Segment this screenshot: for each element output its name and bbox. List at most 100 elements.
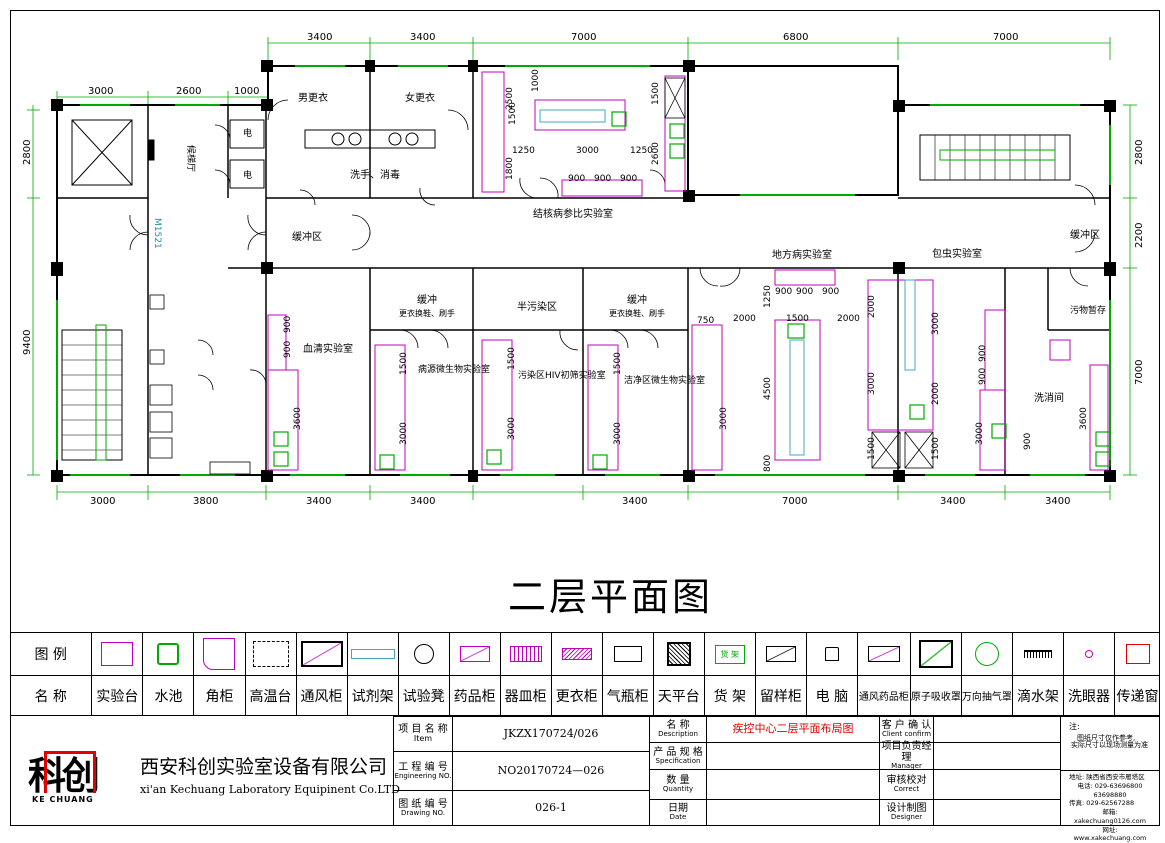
company-name-cn: 西安科创实验室设备有限公司 xyxy=(140,756,388,778)
qty-label-cell: 数 量 Quantity xyxy=(649,769,707,800)
engineering-no-value: NO20170724—026 xyxy=(452,751,650,791)
dim-inner: 3600 xyxy=(293,407,303,430)
spec-value xyxy=(706,742,880,770)
room-buffer-2: 缓冲 xyxy=(417,293,437,306)
dim-inner: 3000 xyxy=(975,422,985,445)
qty-label: 数 量 xyxy=(666,775,690,787)
dim-inner: 800 xyxy=(763,455,773,472)
dim-inner: 1500 xyxy=(931,437,941,460)
dim-top-3: 7000 xyxy=(571,32,596,43)
drawing-title: 二层平面图 xyxy=(508,575,713,619)
room-buffer-right: 缓冲区 xyxy=(1070,228,1100,241)
pass-window-symbol xyxy=(1115,633,1160,675)
drawing-no-value: 026-1 xyxy=(452,790,650,826)
designer-label-en: Designer xyxy=(890,813,923,822)
qty-value xyxy=(706,769,880,800)
room-buffer-3: 缓冲 xyxy=(627,293,647,306)
dim-inner: 900 xyxy=(594,174,611,184)
dim-inner: 1500 xyxy=(613,352,623,375)
dim-inner: 3000 xyxy=(719,407,729,430)
bench-symbol xyxy=(92,633,144,675)
room-endemic-lab: 地方病实验室 xyxy=(772,248,832,261)
shelf-symbol-text: 货 架 xyxy=(714,644,746,664)
dim-left-top-2: 2600 xyxy=(176,86,201,97)
dim-top-1: 3400 xyxy=(307,32,332,43)
dim-inner: 1250 xyxy=(630,146,653,156)
legend-name: 留样柜 xyxy=(756,675,807,716)
project-name-value: JKZX170724/026 xyxy=(452,716,650,752)
legend-name: 器皿柜 xyxy=(501,675,552,716)
engineering-no-label-en: Engineering NO. xyxy=(394,771,452,780)
dim-inner: 900 xyxy=(775,287,792,297)
manager-label-cell: 项目负责经理 Manager xyxy=(879,741,934,770)
legend-name: 水池 xyxy=(143,675,195,716)
room-pathogen-lab: 病源微生物实验室 xyxy=(418,363,490,375)
spec-label-cell: 产 品 规 格 Specification xyxy=(649,742,707,770)
legend-name: 试验凳 xyxy=(399,675,450,716)
dim-inner: 1250 xyxy=(763,285,773,308)
room-disinfect: 洗消间 xyxy=(1034,391,1064,404)
dim-inner: 2000 xyxy=(867,295,877,318)
corner-cabinet-symbol xyxy=(194,633,246,675)
legend-name: 天平台 xyxy=(654,675,705,716)
dim-inner: 900 xyxy=(822,287,839,297)
dim-bottom-1: 3000 xyxy=(90,496,115,507)
contact-phone: 电话: 029-63696800 63698880 xyxy=(1077,781,1143,799)
dim-left-top-1: 3000 xyxy=(88,86,113,97)
computer-symbol xyxy=(807,633,858,675)
legend-header-name: 名 称 xyxy=(10,675,93,716)
dim-left-1: 2800 xyxy=(22,140,33,165)
date-label-en: Date xyxy=(669,813,687,822)
engineering-no-label: 工 程 编 号 xyxy=(398,761,448,773)
dim-inner: 1500 xyxy=(651,82,661,105)
note-cell: 注: 图纸尺寸仅作参考, 实际尺寸以现场测量为准 xyxy=(1060,716,1160,771)
dim-bottom-3: 3400 xyxy=(306,496,331,507)
logo-text: 科创 xyxy=(28,754,100,798)
legend-name: 万向抽气罩 xyxy=(962,675,1013,716)
eyewash-symbol xyxy=(1064,633,1115,675)
room-elevator-hall: 候梯厅 xyxy=(185,145,197,172)
legend-name: 原子吸收罩 xyxy=(911,675,962,716)
door-code: M1521 xyxy=(152,218,162,249)
legend-name: 电 脑 xyxy=(807,675,858,716)
room-wash: 洗手、消毒 xyxy=(350,168,400,181)
spec-label-en: Specification xyxy=(655,756,701,765)
sample-cabinet-symbol xyxy=(756,633,807,675)
dim-inner: 1500 xyxy=(508,102,518,125)
sink-symbol xyxy=(143,633,195,675)
dim-inner: 1000 xyxy=(531,69,541,92)
dim-inner: 3000 xyxy=(399,422,409,445)
reagent-rack-symbol xyxy=(348,633,399,675)
locker-symbol xyxy=(552,633,603,675)
name-label-cell: 名 称 Description xyxy=(649,716,707,743)
dim-inner: 3000 xyxy=(931,312,941,335)
contact-email: 邮箱: xakechuang0126.com xyxy=(1074,808,1146,825)
legend-symbol-row: 图 例 货 架 xyxy=(10,633,1160,676)
legend-name: 实验台 xyxy=(92,675,144,716)
manager-value xyxy=(933,742,1061,770)
room-tb-lab: 结核病参比实验室 xyxy=(533,207,613,220)
dim-bottom-6: 7000 xyxy=(782,496,807,507)
company-logo: 科创 KE CHUANG xyxy=(28,745,120,811)
aas-hood-symbol xyxy=(911,633,962,675)
dim-bottom-8: 3400 xyxy=(1045,496,1070,507)
dim-left-2: 9400 xyxy=(22,330,33,355)
room-clean-lab: 洁净区微生物实验室 xyxy=(624,374,705,386)
legend-name: 试剂架 xyxy=(348,675,399,716)
date-value xyxy=(706,799,880,826)
dim-inner: 900 xyxy=(978,345,988,362)
designer-label: 设计制图 xyxy=(886,803,927,815)
legend-name: 药品柜 xyxy=(450,675,501,716)
room-buffer-left: 缓冲区 xyxy=(292,230,322,243)
fume-hood-symbol xyxy=(297,633,348,675)
dim-inner: 900 xyxy=(283,316,293,333)
legend-name: 传递窗 xyxy=(1116,688,1159,705)
dim-inner: 900 xyxy=(568,174,585,184)
engineering-no-label-cell: 工 程 编 号 Engineering NO. xyxy=(393,751,453,791)
dim-inner: 900 xyxy=(796,287,813,297)
project-name-label-en: Item xyxy=(413,734,433,744)
date-label: 日期 xyxy=(668,803,688,815)
drip-rack-symbol xyxy=(1013,633,1064,675)
drawing-no-label: 图 纸 编 号 xyxy=(398,798,448,810)
gas-cabinet-symbol xyxy=(603,633,654,675)
